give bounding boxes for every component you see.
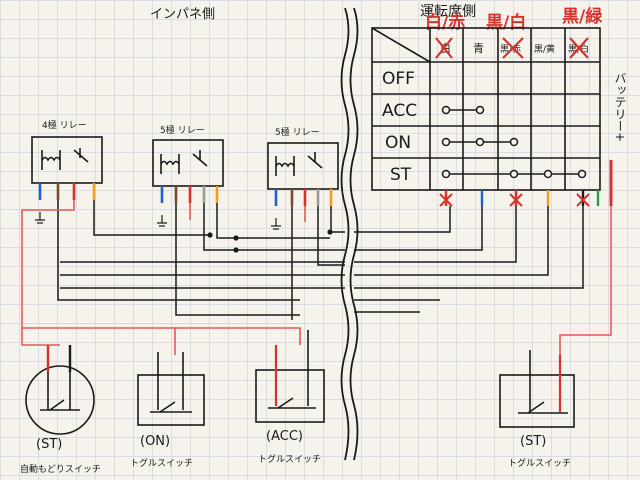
relay-pins [38,183,333,206]
inpane-side-label: インパネ側 [150,7,215,22]
junction-dots [207,229,333,253]
switch-acc-type: トグルスイッチ [258,453,321,465]
relay-1 [31,136,103,184]
stub-cross-marks [439,193,590,207]
table-connections [441,105,587,179]
header-white: 白 [440,41,451,55]
switch-on-type: トグルスイッチ [130,457,193,469]
relay-3 [267,142,339,190]
switch-st-auto-mode: (ST) [36,437,62,452]
switch-st-auto-return [25,345,95,435]
color-black-white-label: 黒/白 [486,12,526,33]
color-white-red-label: 白/赤 [425,12,465,33]
row-acc: ACC [382,101,417,121]
ground-symbols [35,212,281,230]
row-on: ON [385,133,411,153]
table-wire-stubs [444,190,600,206]
row-st: ST [390,165,412,185]
switch-acc-mode: (ACC) [266,429,303,444]
header-cross-marks [435,37,589,59]
red-power-wire [21,200,612,355]
header-black-yellow: 黒/黄 [534,43,555,55]
black-wiring [57,200,584,320]
relay-3-label: 5極 リレー [275,126,320,138]
switch-acc-toggle [255,330,325,423]
relay-2-label: 5極 リレー [160,124,205,136]
color-black-green-label: 黒/緑 [562,6,603,27]
switch-on-toggle [137,352,205,426]
switch-st-mode: (ST) [520,434,546,449]
switch-on-mode: (ON) [140,434,170,449]
ignition-table [371,27,601,191]
switch-st-toggle [499,350,575,428]
relay-1-label: 4極 リレー [42,119,87,131]
driver-side-label: 運転席側 [420,4,476,20]
battery-label: バッテリー+ [613,72,627,142]
switch-st-type: トグルスイッチ [508,457,571,469]
row-off: OFF [382,69,415,89]
side-divider [340,7,350,461]
relay-2 [152,139,224,187]
header-blue: 青 [473,42,484,55]
switch-st-auto-type: 自動もどりスイッチ [20,463,101,475]
